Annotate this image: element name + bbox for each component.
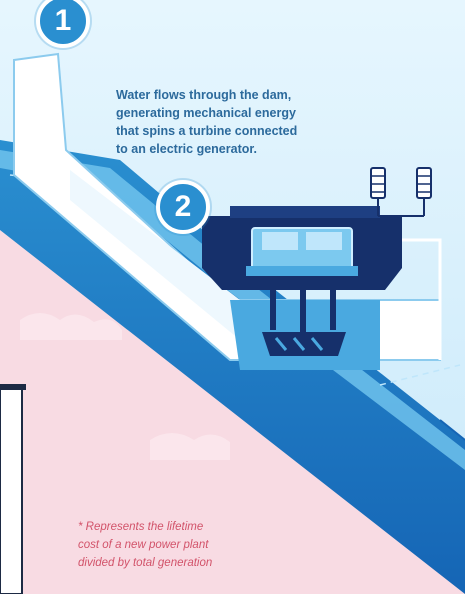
insulator-icon xyxy=(417,168,431,198)
footnote-line: divided by total generation xyxy=(78,554,378,572)
turbine-shaft xyxy=(300,290,306,334)
description-line: Water flows through the dam, xyxy=(116,86,451,104)
description-line: to an electric generator. xyxy=(116,140,451,158)
footnote-line: * Represents the lifetime xyxy=(78,518,378,536)
generator-unit xyxy=(262,232,298,250)
tower-cap xyxy=(0,384,26,390)
description-line: generating mechanical energy xyxy=(116,104,451,122)
generator-base xyxy=(246,266,358,276)
step-2-badge: 2 xyxy=(156,180,210,234)
turbine xyxy=(262,332,346,356)
step-description: Water flows through the dam, generating … xyxy=(116,86,451,158)
tower-structure xyxy=(0,388,22,594)
generator-top-bar xyxy=(230,206,380,218)
turbine-shaft xyxy=(270,290,276,330)
footnote-line: cost of a new power plant xyxy=(78,536,378,554)
insulator-icon xyxy=(371,168,385,198)
footnote: * Represents the lifetime cost of a new … xyxy=(78,518,378,572)
generator-unit xyxy=(306,232,342,250)
description-line: that spins a turbine connected xyxy=(116,122,451,140)
turbine-shaft xyxy=(330,290,336,330)
